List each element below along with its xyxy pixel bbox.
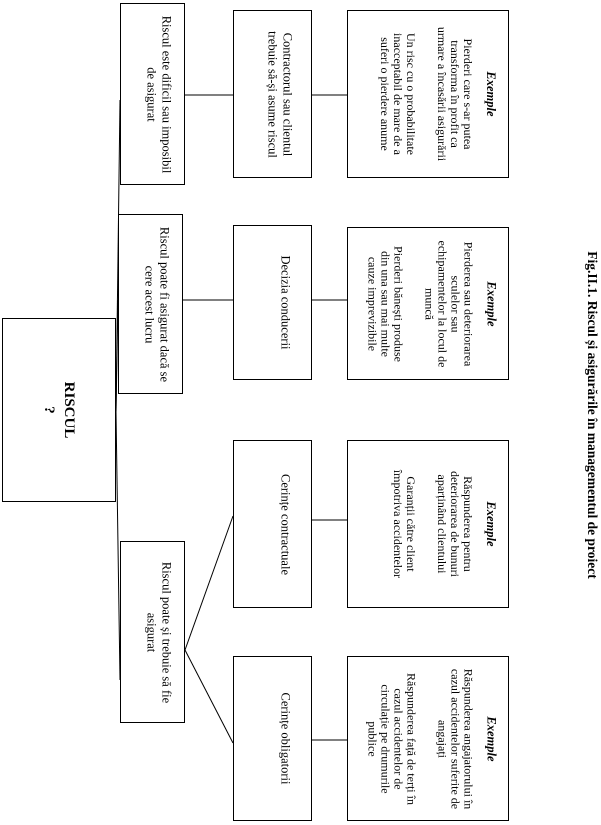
examples-box-1: Exemple Răspunderea angajatorului în caz… <box>347 656 509 821</box>
child-3-node: Decizia conducerii <box>233 225 312 380</box>
examples-box-2: Exemple Răspunderea pentru deteriorarea … <box>347 440 509 608</box>
examples-title-4: Exemple <box>484 71 498 117</box>
examples-title-1: Exemple <box>484 715 498 762</box>
root-title: RISCUL <box>61 381 77 439</box>
example-item: Pierderi bănești produse din una sau mai… <box>365 245 405 362</box>
examples-title-3: Exemple <box>484 280 498 327</box>
examples-content-1: Exemple Răspunderea angajatorului în caz… <box>347 661 509 816</box>
branch-2-node: Riscul poate fi asigurat dacă se cere ac… <box>118 214 183 394</box>
branch-1-label: Riscul poate și trebuie să fie asigurat <box>144 561 173 703</box>
child-2-node: Cerințe contractuale <box>233 440 312 608</box>
root-label: RISCUL ? <box>2 318 116 502</box>
examples-content-4: Exemple Pierderi care s-ar putea transfo… <box>347 14 509 174</box>
child-3-label: Decizia conducerii <box>278 255 292 350</box>
branch-1-node: Riscul poate și trebuie să fie asigurat <box>120 541 185 723</box>
example-item: Răspunderea pentru deteriorarea de bunur… <box>435 471 475 577</box>
connector-root-branch-1 <box>115 411 121 681</box>
example-item: Răspunderea angajatorului în cazul accid… <box>435 668 475 809</box>
root-node: RISCUL ? <box>2 318 116 502</box>
child-1-node: Cerințe obligatorii <box>233 656 312 821</box>
child-4-label: Contractorul sau clientul trebuie să-și … <box>265 30 294 158</box>
examples-content-3: Exemple Pierderea sau deteriorarea scule… <box>347 231 509 376</box>
connector-branch-1-child-1 <box>184 649 234 744</box>
branch-3-node: Riscul este dificil sau imposibil de asi… <box>120 3 185 185</box>
examples-content-2: Exemple Răspunderea pentru deteriorarea … <box>347 444 509 604</box>
example-item: Pierderea sau deteriorarea sculelor sau … <box>422 240 475 367</box>
examples-box-4: Exemple Pierderi care s-ar putea transfo… <box>347 10 509 178</box>
child-2-label: Cerințe contractuale <box>278 473 292 575</box>
examples-title-2: Exemple <box>484 501 498 547</box>
example-item: Pierderi care s-ar putea transforma în p… <box>435 26 475 162</box>
example-item: Un risc cu o probabilitate inacceptabil … <box>378 33 418 155</box>
example-item: Răspunderea față de terți în cazul accid… <box>365 672 418 805</box>
connector-branch-1-child-2 <box>184 515 234 651</box>
branch-3-label: Riscul este dificil sau imposibil de asi… <box>144 15 173 173</box>
child-4-node: Contractorul sau clientul trebuie să-și … <box>233 10 312 178</box>
examples-box-3: Exemple Pierderea sau deteriorarea scule… <box>347 227 509 380</box>
branch-2-label: Riscul poate fi asigurat dacă se cere ac… <box>142 226 171 382</box>
child-1-label: Cerințe obligatorii <box>278 692 292 785</box>
figure-caption: Fig.II.1. Riscul și asigurările în manag… <box>585 251 600 579</box>
example-item: Garanții către client împotriva accident… <box>391 469 418 579</box>
root-mark: ? <box>41 406 57 414</box>
